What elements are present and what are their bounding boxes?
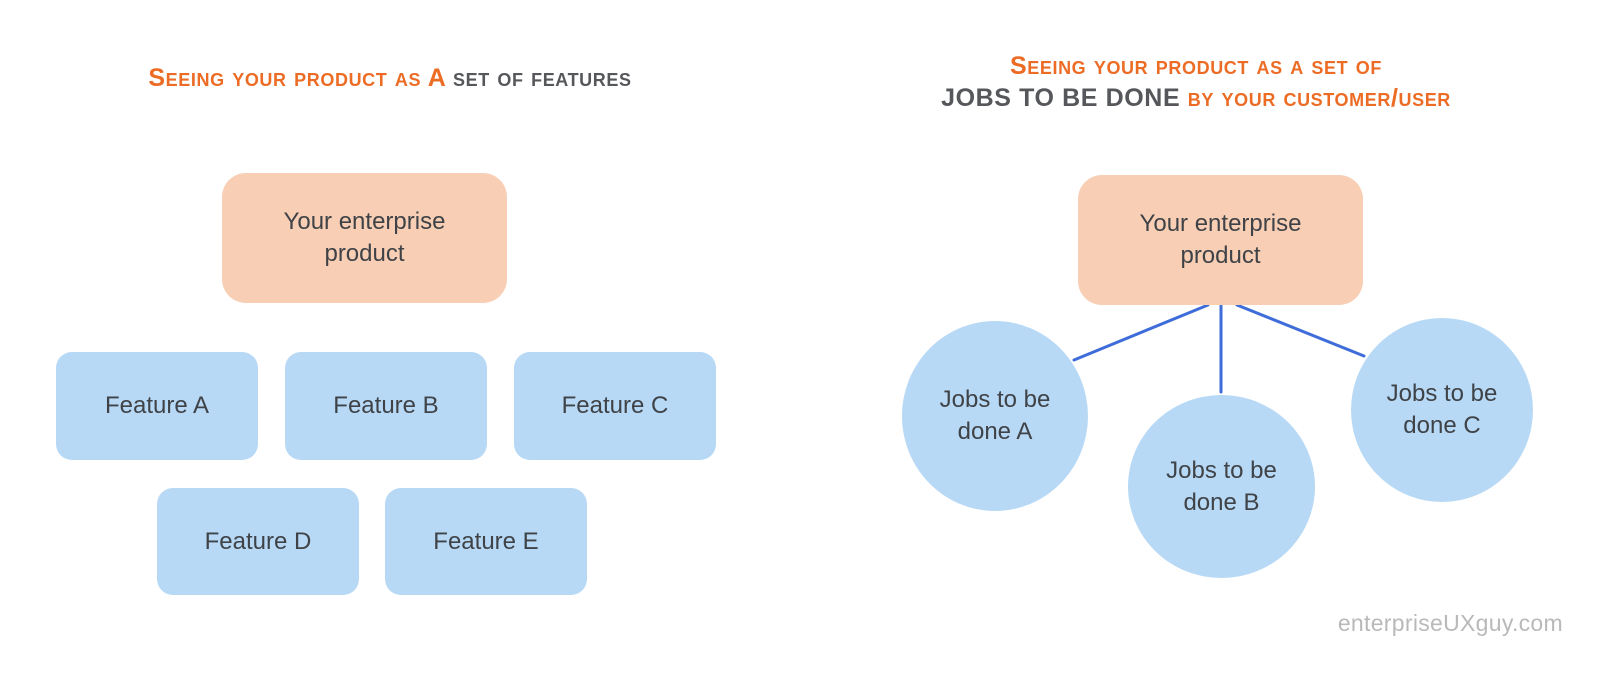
right-title-line2-rest: by your customer/user xyxy=(1187,84,1451,112)
feature-c-label: Feature C xyxy=(561,392,669,419)
connector-line-to-job-c xyxy=(1235,303,1366,358)
jobs-to-be-done-c-label: Jobs to be done C xyxy=(1386,380,1498,439)
jobs-to-be-done-c-circle: Jobs to be done C xyxy=(1351,318,1533,502)
feature-a-label: Feature A xyxy=(104,392,210,419)
left-panel-title: Seeing your product as A set of features xyxy=(0,62,780,94)
right-title-line1: Seeing your product as a set of xyxy=(816,50,1576,82)
jobs-to-be-done-a-label: Jobs to be done A xyxy=(939,386,1051,445)
left-enterprise-product-box: Your enterprise product xyxy=(222,173,507,303)
feature-e-box: Feature E xyxy=(385,488,587,595)
feature-d-label: Feature D xyxy=(204,527,312,555)
jobs-to-be-done-b-circle: Jobs to be done B xyxy=(1128,395,1315,578)
right-panel-title: Seeing your product as a set of JOBS TO … xyxy=(816,50,1576,114)
right-title-line2: JOBS TO BE DONE by your customer/user xyxy=(816,82,1576,114)
left-enterprise-product-label: Your enterprise product xyxy=(283,208,446,267)
right-title-line1-text: Seeing your product as a set of xyxy=(1010,52,1382,80)
right-enterprise-product-label: Your enterprise product xyxy=(1139,210,1302,269)
connector-line-to-job-a xyxy=(1072,303,1210,362)
feature-d-box: Feature D xyxy=(157,488,359,595)
feature-b-box: Feature B xyxy=(285,352,487,460)
left-title-highlight: Seeing your product as A xyxy=(148,64,446,92)
right-enterprise-product-box: Your enterprise product xyxy=(1078,175,1363,305)
feature-b-label: Feature B xyxy=(333,392,439,419)
feature-c-box: Feature C xyxy=(514,352,716,460)
feature-a-box: Feature A xyxy=(56,352,258,460)
left-title-rest: set of features xyxy=(453,64,632,92)
jobs-to-be-done-a-circle: Jobs to be done A xyxy=(902,321,1088,511)
watermark: enterpriseUXguy.com xyxy=(1337,610,1563,636)
jobs-to-be-done-b-label: Jobs to be done B xyxy=(1166,456,1277,516)
right-title-emphasis: JOBS TO BE DONE xyxy=(941,84,1181,112)
feature-e-label: Feature E xyxy=(433,527,539,555)
